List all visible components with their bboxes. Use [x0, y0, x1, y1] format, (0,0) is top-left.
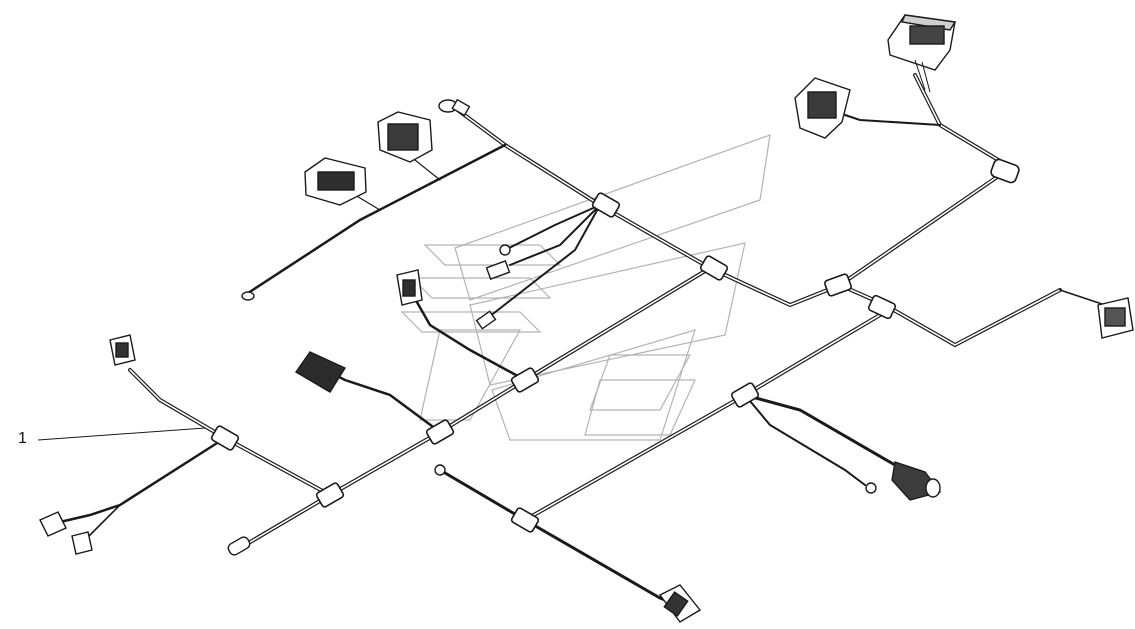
flat-blade-connector	[294, 351, 347, 393]
wire-trunks	[58, 73, 1106, 612]
junction-sleeve	[510, 367, 540, 393]
junction-sleeve	[824, 273, 852, 297]
top-sensor-plug	[438, 98, 471, 117]
junction-sleeve	[510, 507, 540, 533]
callout-leader-line	[37, 427, 206, 441]
callout-label-1: 1	[18, 430, 27, 447]
junction-sleeve	[699, 255, 729, 281]
multi-pin-connector-large	[887, 14, 957, 93]
junction-sleeve	[315, 482, 345, 508]
junction-sleeve	[730, 382, 760, 408]
junction-sleeves	[210, 158, 1020, 533]
junction-sleeve	[990, 158, 1020, 184]
junction-sleeve	[867, 294, 897, 320]
junction-sleeve	[591, 192, 621, 218]
spade-terminal	[485, 260, 511, 280]
relay-connector-a	[377, 111, 433, 163]
ring-terminal	[434, 464, 446, 476]
left-top-plug	[109, 334, 136, 366]
right-plug-connector	[1097, 297, 1134, 339]
ring-terminal	[499, 244, 511, 256]
watermark-logo	[400, 134, 771, 441]
branch-to-top-connectors	[838, 73, 1020, 287]
junction-sleeve	[210, 425, 240, 451]
threaded-connector	[891, 461, 942, 501]
probe-terminal	[241, 291, 255, 301]
junction-sleeve	[425, 419, 455, 445]
lower-left-terminals	[39, 511, 93, 555]
connectors	[39, 14, 1134, 623]
multi-pin-connector-medium	[794, 77, 851, 139]
spade-terminal	[475, 310, 497, 330]
bullet-terminal	[227, 536, 251, 556]
bottom-plug-connector	[658, 584, 702, 623]
upper-trunk-inner	[454, 107, 1061, 346]
small-plug-connector	[396, 269, 423, 306]
ring-terminal	[865, 482, 877, 494]
relay-connector-b	[304, 157, 367, 206]
